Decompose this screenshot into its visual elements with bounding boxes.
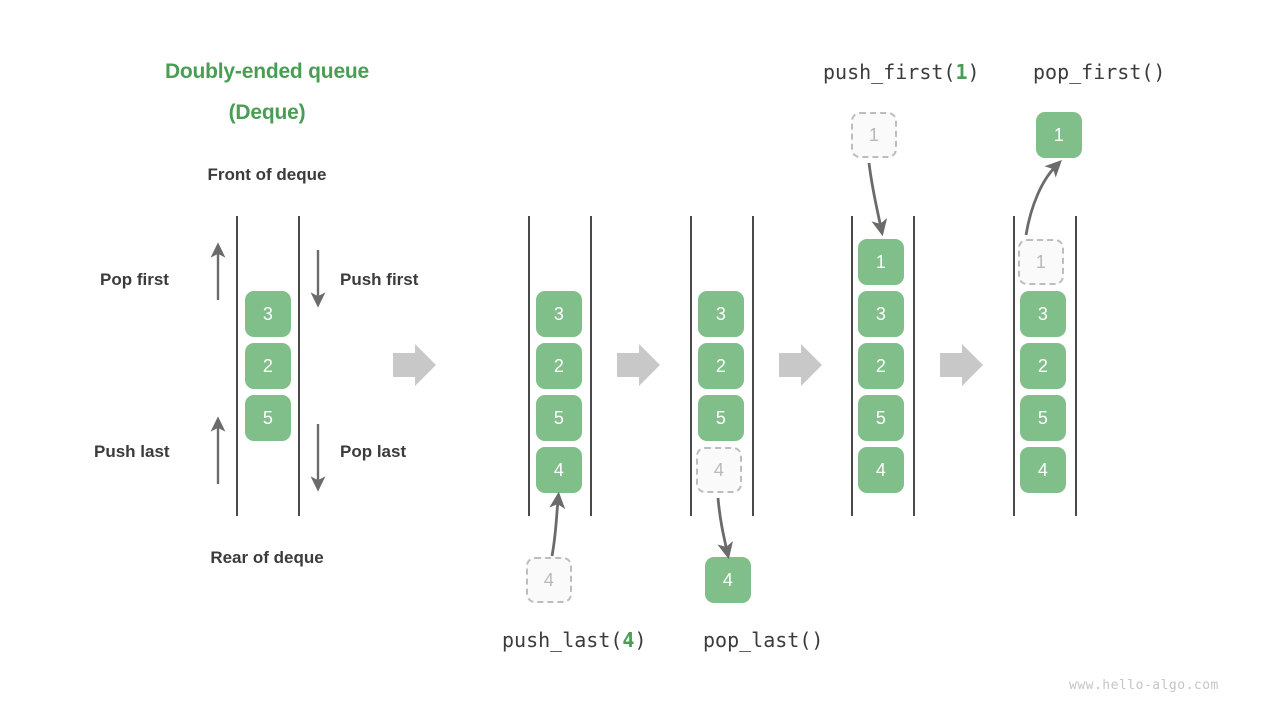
push-last-operation-name: push_last( xyxy=(502,628,623,652)
rail-right-stage2 xyxy=(752,216,754,516)
push-first-operation-arg: 1 xyxy=(955,60,968,84)
deque-cell: 3 xyxy=(858,291,904,337)
pop-first-operation: pop_first() xyxy=(1033,60,1165,84)
removed-ghost-cell: 1 xyxy=(1018,239,1064,285)
rail-right-stage1 xyxy=(590,216,592,516)
deque-cell: 3 xyxy=(536,291,582,337)
transition-arrow-2 xyxy=(617,344,660,386)
deque-cell: 5 xyxy=(1020,395,1066,441)
deque-cell: 3 xyxy=(245,291,291,337)
removed-ghost-cell: 4 xyxy=(696,447,742,493)
transition-arrow-4 xyxy=(940,344,983,386)
pop-first-operation-name: pop_first() xyxy=(1033,60,1166,84)
pop-last-motion-arrow xyxy=(716,497,733,560)
page-title-line1: Doubly-ended queue xyxy=(164,60,370,83)
rail-right-stage3 xyxy=(913,216,915,516)
page-title-line2: (Deque) xyxy=(228,101,306,124)
deque-cell: 3 xyxy=(698,291,744,337)
push-first-motion-arrow xyxy=(867,162,888,237)
push-first-operation-name: push_first( xyxy=(823,60,956,84)
incoming-ghost-cell: 4 xyxy=(526,557,572,603)
push-last-label: Push last xyxy=(94,442,170,461)
popped-cell: 1 xyxy=(1036,112,1082,158)
rail-right-stage4 xyxy=(1075,216,1077,516)
rail-left-stage1 xyxy=(528,216,530,516)
push-first-label: Push first xyxy=(340,270,419,289)
deque-cell: 2 xyxy=(858,343,904,389)
push-first-operation: push_first(1) xyxy=(823,60,980,84)
deque-cell: 4 xyxy=(1020,447,1066,493)
rail-left-stage3 xyxy=(851,216,853,516)
push-first-operation-close: ) xyxy=(967,60,980,84)
deque-cell: 4 xyxy=(536,447,582,493)
push-last-operation-arg: 4 xyxy=(622,628,635,652)
rail-left-stage0 xyxy=(236,216,238,516)
rail-left-stage4 xyxy=(1013,216,1015,516)
rail-left-stage2 xyxy=(690,216,692,516)
deque-cell: 5 xyxy=(698,395,744,441)
push-last-operation: push_last(4) xyxy=(502,628,647,652)
deque-cell: 3 xyxy=(1020,291,1066,337)
deque-cell: 5 xyxy=(858,395,904,441)
front-of-deque-label: Front of deque xyxy=(207,165,327,184)
rail-right-stage0 xyxy=(298,216,300,516)
deque-cell: 2 xyxy=(245,343,291,389)
rear-of-deque-label: Rear of deque xyxy=(210,548,324,567)
transition-arrow-3 xyxy=(779,344,822,386)
pop-first-label: Pop first xyxy=(100,270,169,289)
push-last-operation-close: ) xyxy=(634,628,647,652)
pop-last-label: Pop last xyxy=(340,442,407,461)
popped-cell: 4 xyxy=(705,557,751,603)
deque-cell: 4 xyxy=(858,447,904,493)
deque-cell: 5 xyxy=(245,395,291,441)
pop-last-operation: pop_last() xyxy=(703,628,823,652)
pop-last-operation-name: pop_last() xyxy=(703,628,824,652)
deque-cell: 2 xyxy=(698,343,744,389)
watermark: www.hello-algo.com xyxy=(1069,678,1219,693)
incoming-ghost-cell: 1 xyxy=(851,112,897,158)
transition-arrow-1 xyxy=(393,344,436,386)
deque-cell: 5 xyxy=(536,395,582,441)
deque-cell: 2 xyxy=(1020,343,1066,389)
push-last-motion-arrow xyxy=(549,491,566,557)
deque-cell: 2 xyxy=(536,343,582,389)
pop-first-motion-arrow xyxy=(1024,160,1062,236)
deque-cell: 1 xyxy=(858,239,904,285)
